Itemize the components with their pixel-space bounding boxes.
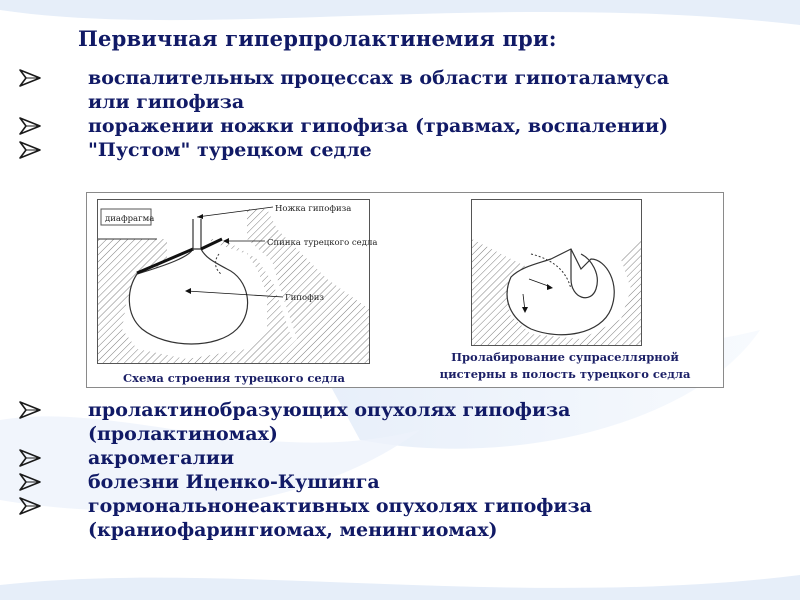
list-item-line: гормональнонеактивных опухолях гипофиза [88, 495, 592, 517]
list-item-line: или гипофиза [88, 91, 245, 113]
list-item: воспалительных процессах в области гипот… [18, 66, 788, 114]
list-item: болезни Иценко-Кушинга [18, 470, 788, 494]
list-item-line: поражении ножки гипофиза (травмах, воспа… [88, 115, 669, 137]
arrowhead-bullet-icon [19, 141, 41, 159]
bullet-list-bottom: пролактинобразующих опухолях гипофиза (п… [18, 398, 788, 542]
arrowhead-bullet-icon [19, 69, 41, 87]
list-item-line: акромегалии [88, 447, 235, 469]
arrowhead-bullet-icon [19, 473, 41, 491]
list-item-line: воспалительных процессах в области гипот… [88, 67, 670, 89]
arrowhead-bullet-icon [19, 449, 41, 467]
sella-structure-diagram: диафрагма Ножка гипофиза Спинка турецког… [97, 199, 377, 364]
diaphragm-label: диафрагма [105, 214, 154, 224]
list-item: поражении ножки гипофиза (травмах, воспа… [18, 114, 788, 138]
caption-left: Схема строения турецкого седла [123, 371, 345, 385]
arrowhead-bullet-icon [19, 401, 41, 419]
pituitary-label: Гипофиз [285, 293, 324, 303]
dorsum-label: Спинка турецкого седла [267, 238, 377, 248]
prolapse-diagram [471, 199, 642, 346]
bullet-list-top: воспалительных процессах в области гипот… [18, 66, 788, 162]
caption-right: Пролабирование супраселлярной цистерны в… [407, 349, 723, 383]
list-item-line: (краниофарингиомах, менингиомах) [88, 519, 498, 541]
arrowhead-bullet-icon [19, 497, 41, 515]
list-item: акромегалии [18, 446, 788, 470]
list-item: "Пустом" турецком седле [18, 138, 788, 162]
list-item: пролактинобразующих опухолях гипофиза (п… [18, 398, 788, 446]
caption-right-line: Пролабирование супраселлярной [451, 350, 679, 364]
list-item-line: (пролактиномах) [88, 423, 278, 445]
list-item: гормональнонеактивных опухолях гипофиза … [18, 494, 788, 542]
arrowhead-bullet-icon [19, 117, 41, 135]
list-item-line: болезни Иценко-Кушинга [88, 471, 380, 493]
caption-right-line: цистерны в полость турецкого седла [439, 367, 691, 381]
stalk-label: Ножка гипофиза [275, 204, 351, 214]
slide-title: Первичная гиперпролактинемия при: [78, 26, 557, 51]
list-item-line: "Пустом" турецком седле [88, 139, 372, 161]
sella-turcica-figure: диафрагма Ножка гипофиза Спинка турецког… [86, 192, 724, 388]
list-item-line: пролактинобразующих опухолях гипофиза [88, 399, 571, 421]
